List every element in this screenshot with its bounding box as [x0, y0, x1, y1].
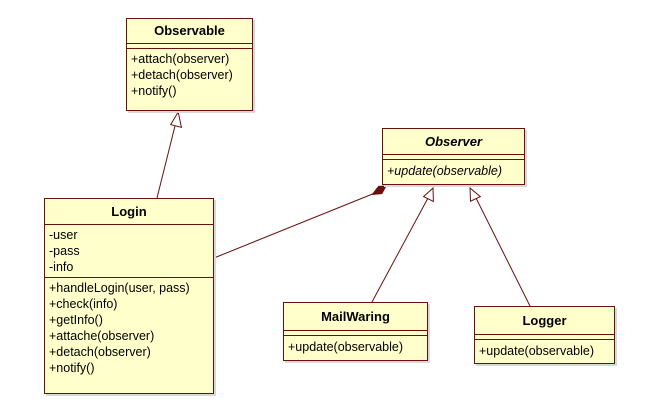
class-mailwaring[interactable]: MailWaring +update(observable) — [283, 302, 428, 361]
operation-section: +update(observable) — [284, 336, 427, 357]
operation: +handleLogin(user, pass) — [49, 281, 190, 295]
inheritance-arrowhead-logger — [469, 186, 482, 202]
operation: +getInfo() — [49, 313, 103, 327]
operation-section: +update(observable) — [383, 160, 524, 181]
class-name: Observer — [383, 129, 524, 155]
attribute: -info — [49, 260, 74, 274]
attribute: -user — [49, 228, 78, 242]
class-name: Login — [45, 199, 213, 225]
operation-section: +attach(observer) +detach(observer) +not… — [127, 49, 252, 101]
attribute-section: -user -pass -info — [45, 225, 213, 278]
generalization-mailwaring-observer — [371, 197, 429, 303]
class-observable[interactable]: Observable +attach(observer) +detach(obs… — [126, 18, 253, 111]
operation: +detach(observer) — [131, 68, 233, 82]
attribute: -pass — [49, 244, 80, 258]
operation: +notify() — [131, 84, 177, 98]
composition-diamond — [371, 185, 387, 195]
attribute-section — [475, 335, 614, 340]
operation: +attach(observer) — [131, 52, 230, 66]
class-name: Logger — [475, 307, 614, 335]
attribute-section — [127, 44, 252, 49]
attribute-section — [284, 331, 427, 336]
class-name: MailWaring — [284, 303, 427, 331]
operation: +update(observable) — [387, 164, 503, 178]
composition-login-observer — [213, 192, 376, 259]
class-login[interactable]: Login -user -pass -info +handleLogin(use… — [44, 198, 214, 394]
inheritance-arrowhead-observable — [169, 110, 183, 128]
operation: +detach(observer) — [49, 345, 151, 359]
attribute-section — [383, 155, 524, 160]
class-name: Observable — [127, 19, 252, 44]
class-observer[interactable]: Observer +update(observable) — [382, 128, 525, 185]
class-logger[interactable]: Logger +update(observable) — [474, 306, 615, 364]
generalization-login-observable — [156, 121, 177, 199]
operation-section: +update(observable) — [475, 340, 614, 361]
operation: +check(info) — [49, 297, 118, 311]
inheritance-arrowhead-mailwaring — [422, 186, 434, 203]
generalization-logger-observer — [475, 197, 531, 307]
operation-section: +handleLogin(user, pass) +check(info) +g… — [45, 278, 213, 378]
operation: +attache(observer) — [49, 329, 155, 343]
operation: +update(observable) — [479, 344, 595, 358]
operation: +update(observable) — [288, 340, 404, 354]
operation: +notify() — [49, 361, 95, 375]
